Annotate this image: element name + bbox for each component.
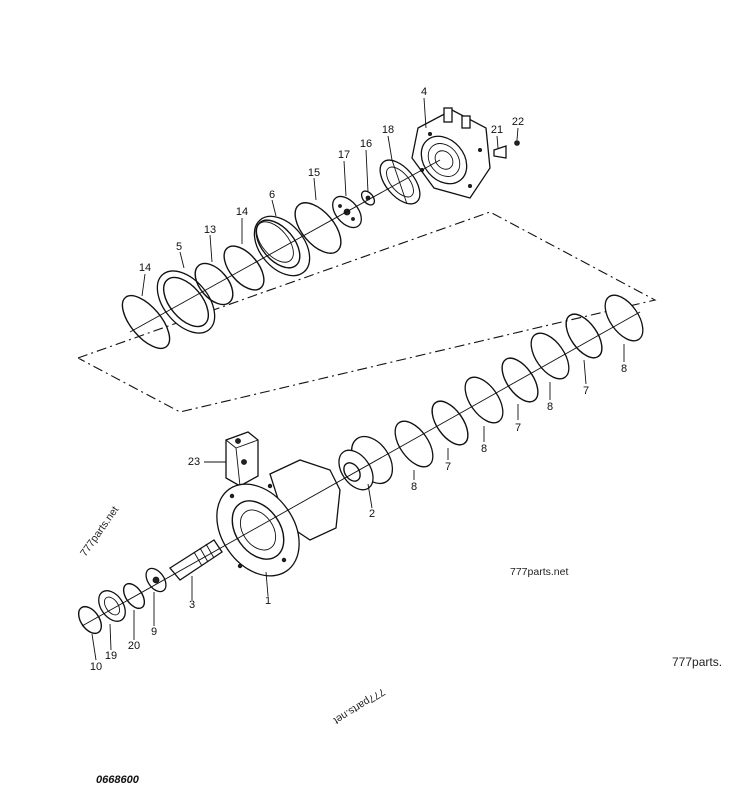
callout-21: 21: [490, 124, 504, 136]
part-15-ring: [294, 202, 342, 254]
part-5-seal-ring: [156, 270, 216, 334]
part-2-hub: [338, 435, 394, 491]
part-22-screw: [514, 140, 520, 146]
callout-8-b: 8: [480, 443, 488, 455]
part-13-ring: [194, 262, 234, 306]
watermark-right: 777parts.: [672, 655, 723, 669]
part-9-bearing: [145, 567, 167, 593]
callout-8-a: 8: [410, 481, 418, 493]
callout-6: 6: [268, 189, 276, 201]
callout-2: 2: [368, 508, 376, 520]
part-8-plate-d: [604, 294, 644, 342]
callout-3: 3: [188, 599, 196, 611]
callout-8-c: 8: [546, 401, 554, 413]
callout-14-lower: 14: [138, 262, 152, 274]
watermark-center: 777parts.net: [510, 566, 569, 578]
part-19-seal: [98, 590, 126, 622]
callout-15: 15: [307, 167, 321, 179]
leader-lines: [91, 97, 625, 661]
callout-7-a: 7: [444, 461, 452, 473]
callout-8-d: 8: [620, 363, 628, 375]
part-8-plate-a: [394, 420, 434, 468]
part-7-disc-b: [501, 357, 539, 403]
callout-13: 13: [203, 224, 217, 236]
part-21-pin: [493, 145, 507, 159]
part-8-plate-c: [530, 332, 570, 380]
callout-18: 18: [381, 124, 395, 136]
callout-1: 1: [264, 595, 272, 607]
part-14-ring-a: [121, 294, 171, 350]
part-14-ring-b: [223, 245, 265, 291]
callout-4: 4: [420, 86, 428, 98]
callout-19: 19: [104, 650, 118, 662]
callout-9: 9: [150, 626, 158, 638]
callout-5: 5: [175, 241, 183, 253]
callout-7-b: 7: [514, 422, 522, 434]
callout-16: 16: [359, 138, 373, 150]
part-7-disc-a: [431, 400, 469, 446]
part-4-valve-block: [411, 107, 491, 199]
part-7-disc-c: [565, 313, 603, 359]
callout-7-c: 7: [582, 385, 590, 397]
subassembly-outline: [77, 211, 657, 413]
part-3-shaft: [169, 539, 223, 581]
callout-23: 23: [187, 456, 201, 468]
callout-22: 22: [511, 116, 525, 128]
callout-20: 20: [127, 640, 141, 652]
callout-17: 17: [337, 149, 351, 161]
part-23-block: [225, 431, 259, 487]
part-1-housing: [216, 459, 341, 577]
drawing-code: 0668600: [96, 774, 139, 786]
callout-14-upper: 14: [235, 206, 249, 218]
disc-stack: [394, 294, 644, 468]
part-6-piston: [253, 215, 311, 277]
callout-10: 10: [89, 661, 103, 673]
